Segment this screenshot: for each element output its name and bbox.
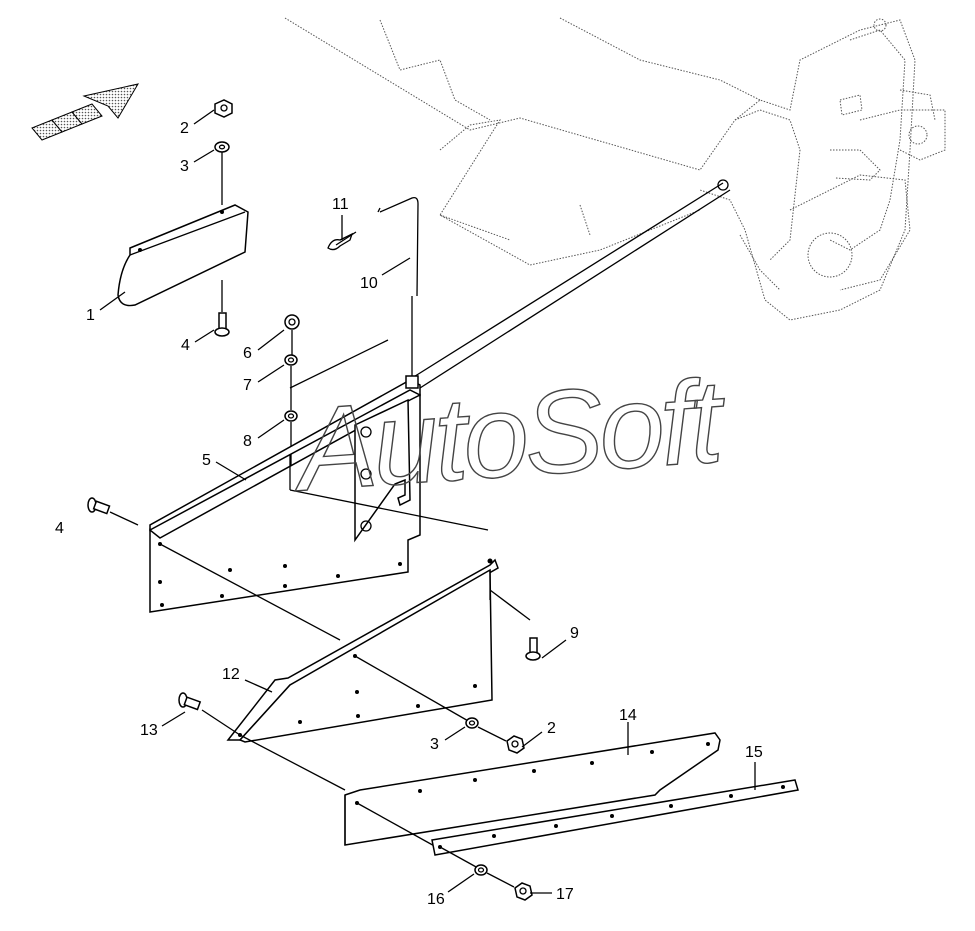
callout-4-side: 4 (55, 520, 64, 537)
callout-1: 1 (86, 307, 95, 324)
callouts: 1 2 3 4 4 5 6 7 8 9 10 11 12 13 2 3 14 1… (55, 120, 763, 908)
part-6-eyebolt (284, 314, 300, 355)
callout-3: 3 (180, 158, 189, 175)
part-5-bracket-plate (149, 375, 489, 641)
callout-7: 7 (243, 377, 252, 394)
part-17-nut (514, 882, 533, 901)
callout-leaders (99, 109, 756, 894)
part-11-clip (327, 231, 357, 251)
part-4-bolt-top (214, 312, 230, 337)
part-10-bent-pin (377, 196, 419, 376)
callout-8: 8 (243, 433, 252, 450)
callout-4: 4 (181, 337, 190, 354)
part-9-bolt (525, 637, 541, 661)
callout-6: 6 (243, 345, 252, 362)
part-2-nut-lower (506, 735, 525, 754)
callout-14: 14 (619, 707, 637, 724)
callout-9: 9 (570, 625, 579, 642)
callout-13: 13 (140, 722, 158, 739)
travel-direction-arrow-icon (31, 83, 140, 141)
part-12-strip-bracket (226, 558, 531, 743)
callout-2: 2 (180, 120, 189, 137)
part-7-washer (284, 354, 298, 410)
machine-frame (284, 17, 946, 321)
callout-3-lower: 3 (430, 736, 439, 753)
watermark-text: AutoSoft (288, 355, 731, 517)
part-14-blade (344, 732, 721, 849)
part-2-nut-top (214, 99, 233, 118)
callout-11: 11 (332, 196, 349, 213)
callout-12: 12 (222, 666, 240, 683)
callout-2-lower: 2 (547, 720, 556, 737)
callout-10: 10 (360, 275, 378, 292)
part-16-washer (474, 864, 515, 888)
part-15-strip (431, 779, 799, 869)
part-3-washer-lower (465, 717, 507, 742)
part-3-washer-top (214, 141, 230, 153)
support-rod (289, 179, 731, 389)
callout-17: 17 (556, 886, 574, 903)
part-13-bolt (178, 692, 346, 791)
callout-5: 5 (202, 452, 211, 469)
callout-15: 15 (745, 744, 763, 761)
part-4-bolt-side (87, 497, 139, 526)
callout-16: 16 (427, 891, 445, 908)
